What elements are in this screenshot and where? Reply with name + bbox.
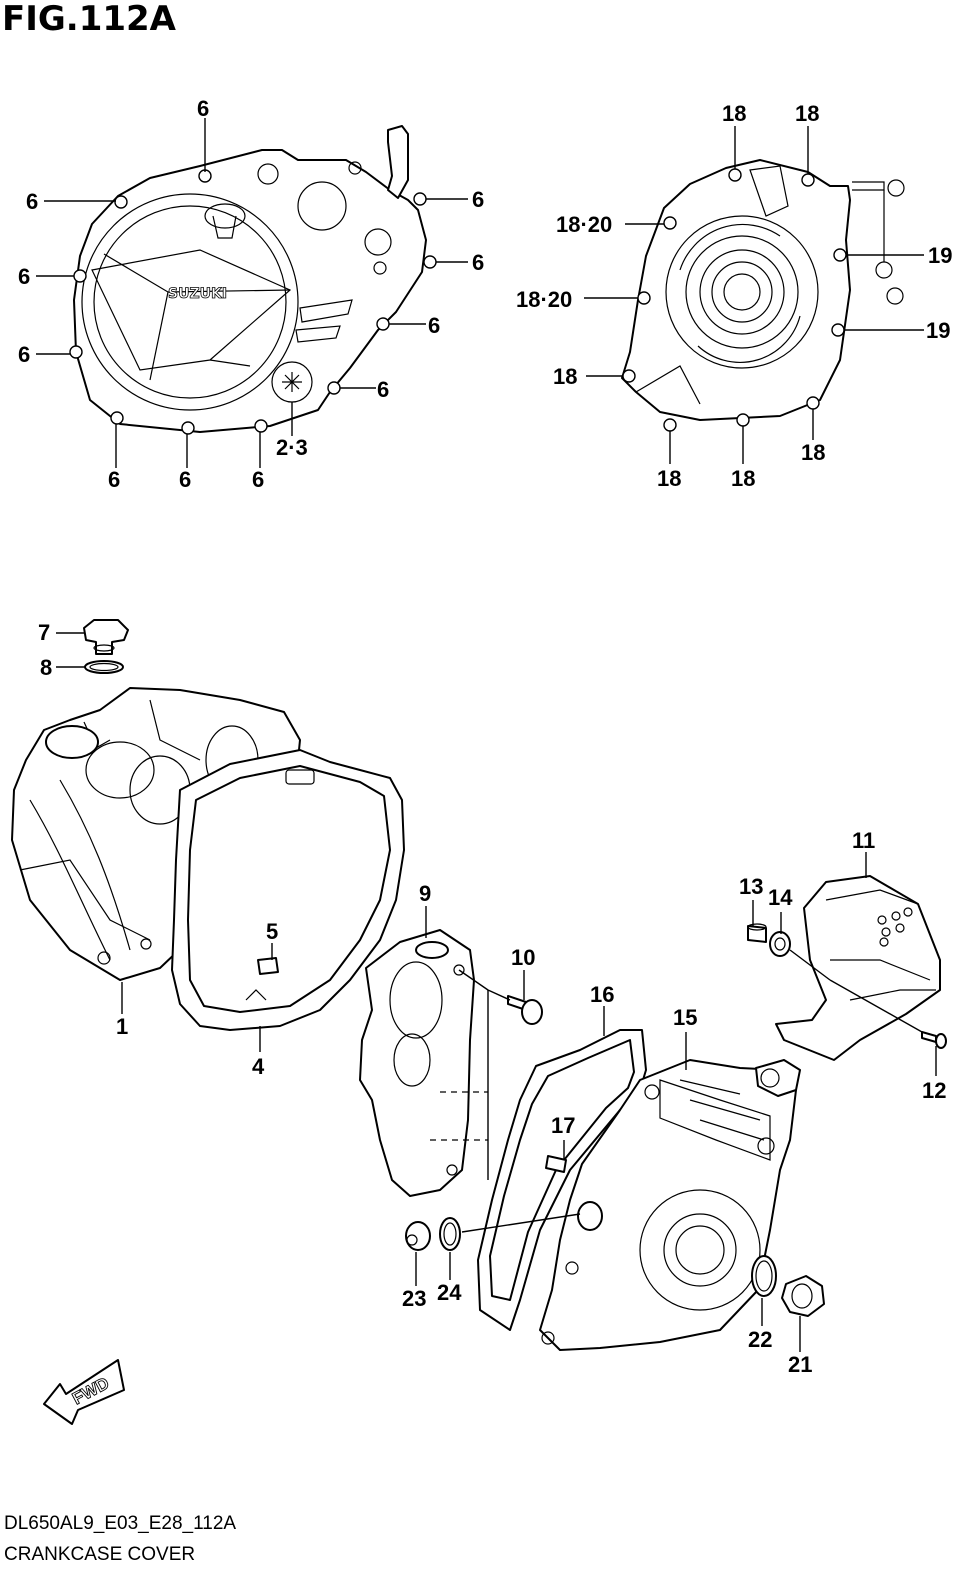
dowel-pin-5-drawing [257, 957, 279, 975]
section-name: CRANKCASE COVER [4, 1544, 196, 1565]
callout-6: 6 [377, 377, 389, 402]
callout-11: 11 [852, 828, 875, 853]
bolt-12-drawing [921, 1031, 947, 1049]
grommet-14-drawing [769, 931, 791, 957]
callout-6: 6 [472, 250, 484, 275]
oil-filler-cap-7-drawing [83, 619, 129, 655]
callout-5: 5 [266, 919, 278, 944]
callout-16: 16 [590, 982, 614, 1007]
callout-18: 18 [795, 101, 819, 126]
callout-6: 6 [18, 342, 30, 367]
callout-14: 14 [768, 885, 793, 910]
callout-6: 6 [197, 96, 209, 121]
callout-24: 24 [437, 1280, 462, 1305]
generator-cover-15-drawing [539, 1059, 801, 1351]
callout-12: 12 [922, 1078, 946, 1103]
callout-1: 1 [116, 1014, 128, 1039]
gasket-4-drawing [171, 749, 405, 1031]
callout-6: 6 [472, 187, 484, 212]
dowel-pin-17-drawing [545, 1155, 567, 1173]
callout-18: 18 [722, 101, 746, 126]
gasket-24-drawing [439, 1217, 461, 1251]
lower-leaders [56, 632, 937, 1352]
bolt-10-drawing [507, 995, 543, 1025]
callout-18: 18 [801, 440, 825, 465]
callout-10: 10 [511, 945, 535, 970]
callout-8: 8 [40, 655, 52, 680]
suzuki-logo-text: SUZUKI [168, 286, 227, 302]
callout-18-20: 18·20 [556, 212, 612, 237]
o-ring-8-drawing [84, 660, 124, 674]
callout-6: 6 [18, 264, 30, 289]
drain-plug-23-drawing [405, 1221, 431, 1251]
callout-17: 17 [551, 1113, 575, 1138]
generator-cover-leaders [584, 126, 924, 464]
inner-cover-9-drawing [359, 929, 488, 1197]
callout-18: 18 [553, 364, 577, 389]
callout-2-3: 2·3 [276, 435, 308, 460]
callout-18-20: 18·20 [516, 287, 572, 312]
callout-19: 19 [926, 318, 950, 343]
callout-6: 6 [252, 467, 264, 492]
callout-18: 18 [731, 466, 755, 491]
callout-6: 6 [108, 467, 120, 492]
callout-4: 4 [252, 1054, 265, 1079]
clutch-cover-drawing: SUZUKI [69, 125, 437, 435]
model-code: DL650AL9_E03_E28_112A [4, 1513, 237, 1534]
callout-23: 23 [402, 1286, 426, 1311]
callout-labels: 6 6 6 6 6 6 6 2·3 6 6 6 6 18 18 18·20 18… [18, 96, 952, 1377]
clutch-cover-leaders [36, 118, 468, 468]
callout-9: 9 [419, 881, 431, 906]
callout-7: 7 [38, 620, 50, 645]
callout-21: 21 [788, 1352, 812, 1377]
callout-6: 6 [179, 467, 191, 492]
callout-6: 6 [26, 189, 38, 214]
figure-title: FIG.112A [2, 0, 176, 39]
callout-18: 18 [657, 466, 681, 491]
bolt-13-drawing [747, 923, 767, 943]
generator-cover-drawing [621, 159, 905, 432]
plug-21-drawing [781, 1275, 825, 1317]
callout-6: 6 [428, 313, 440, 338]
gasket-16-drawing [477, 1029, 647, 1331]
o-ring-22-drawing [751, 1255, 777, 1297]
callout-15: 15 [673, 1005, 697, 1030]
cover-11-drawing [775, 875, 941, 1061]
callout-19: 19 [928, 243, 952, 268]
callout-22: 22 [748, 1327, 772, 1352]
callout-13: 13 [739, 874, 763, 899]
fwd-arrow-icon: FWD [43, 1359, 125, 1425]
